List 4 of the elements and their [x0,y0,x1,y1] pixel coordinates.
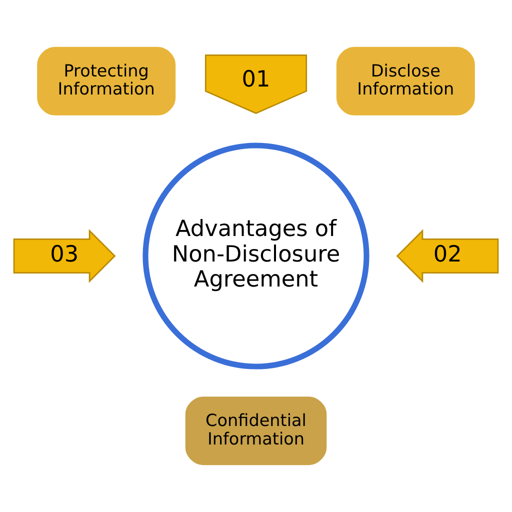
node-box: Confidential Information [185,396,327,466]
node-box: Disclose Information [336,46,475,116]
node-box: Protecting Information [37,46,176,116]
node-circle: Advantages of Non-Disclosure Agreement [142,142,370,370]
